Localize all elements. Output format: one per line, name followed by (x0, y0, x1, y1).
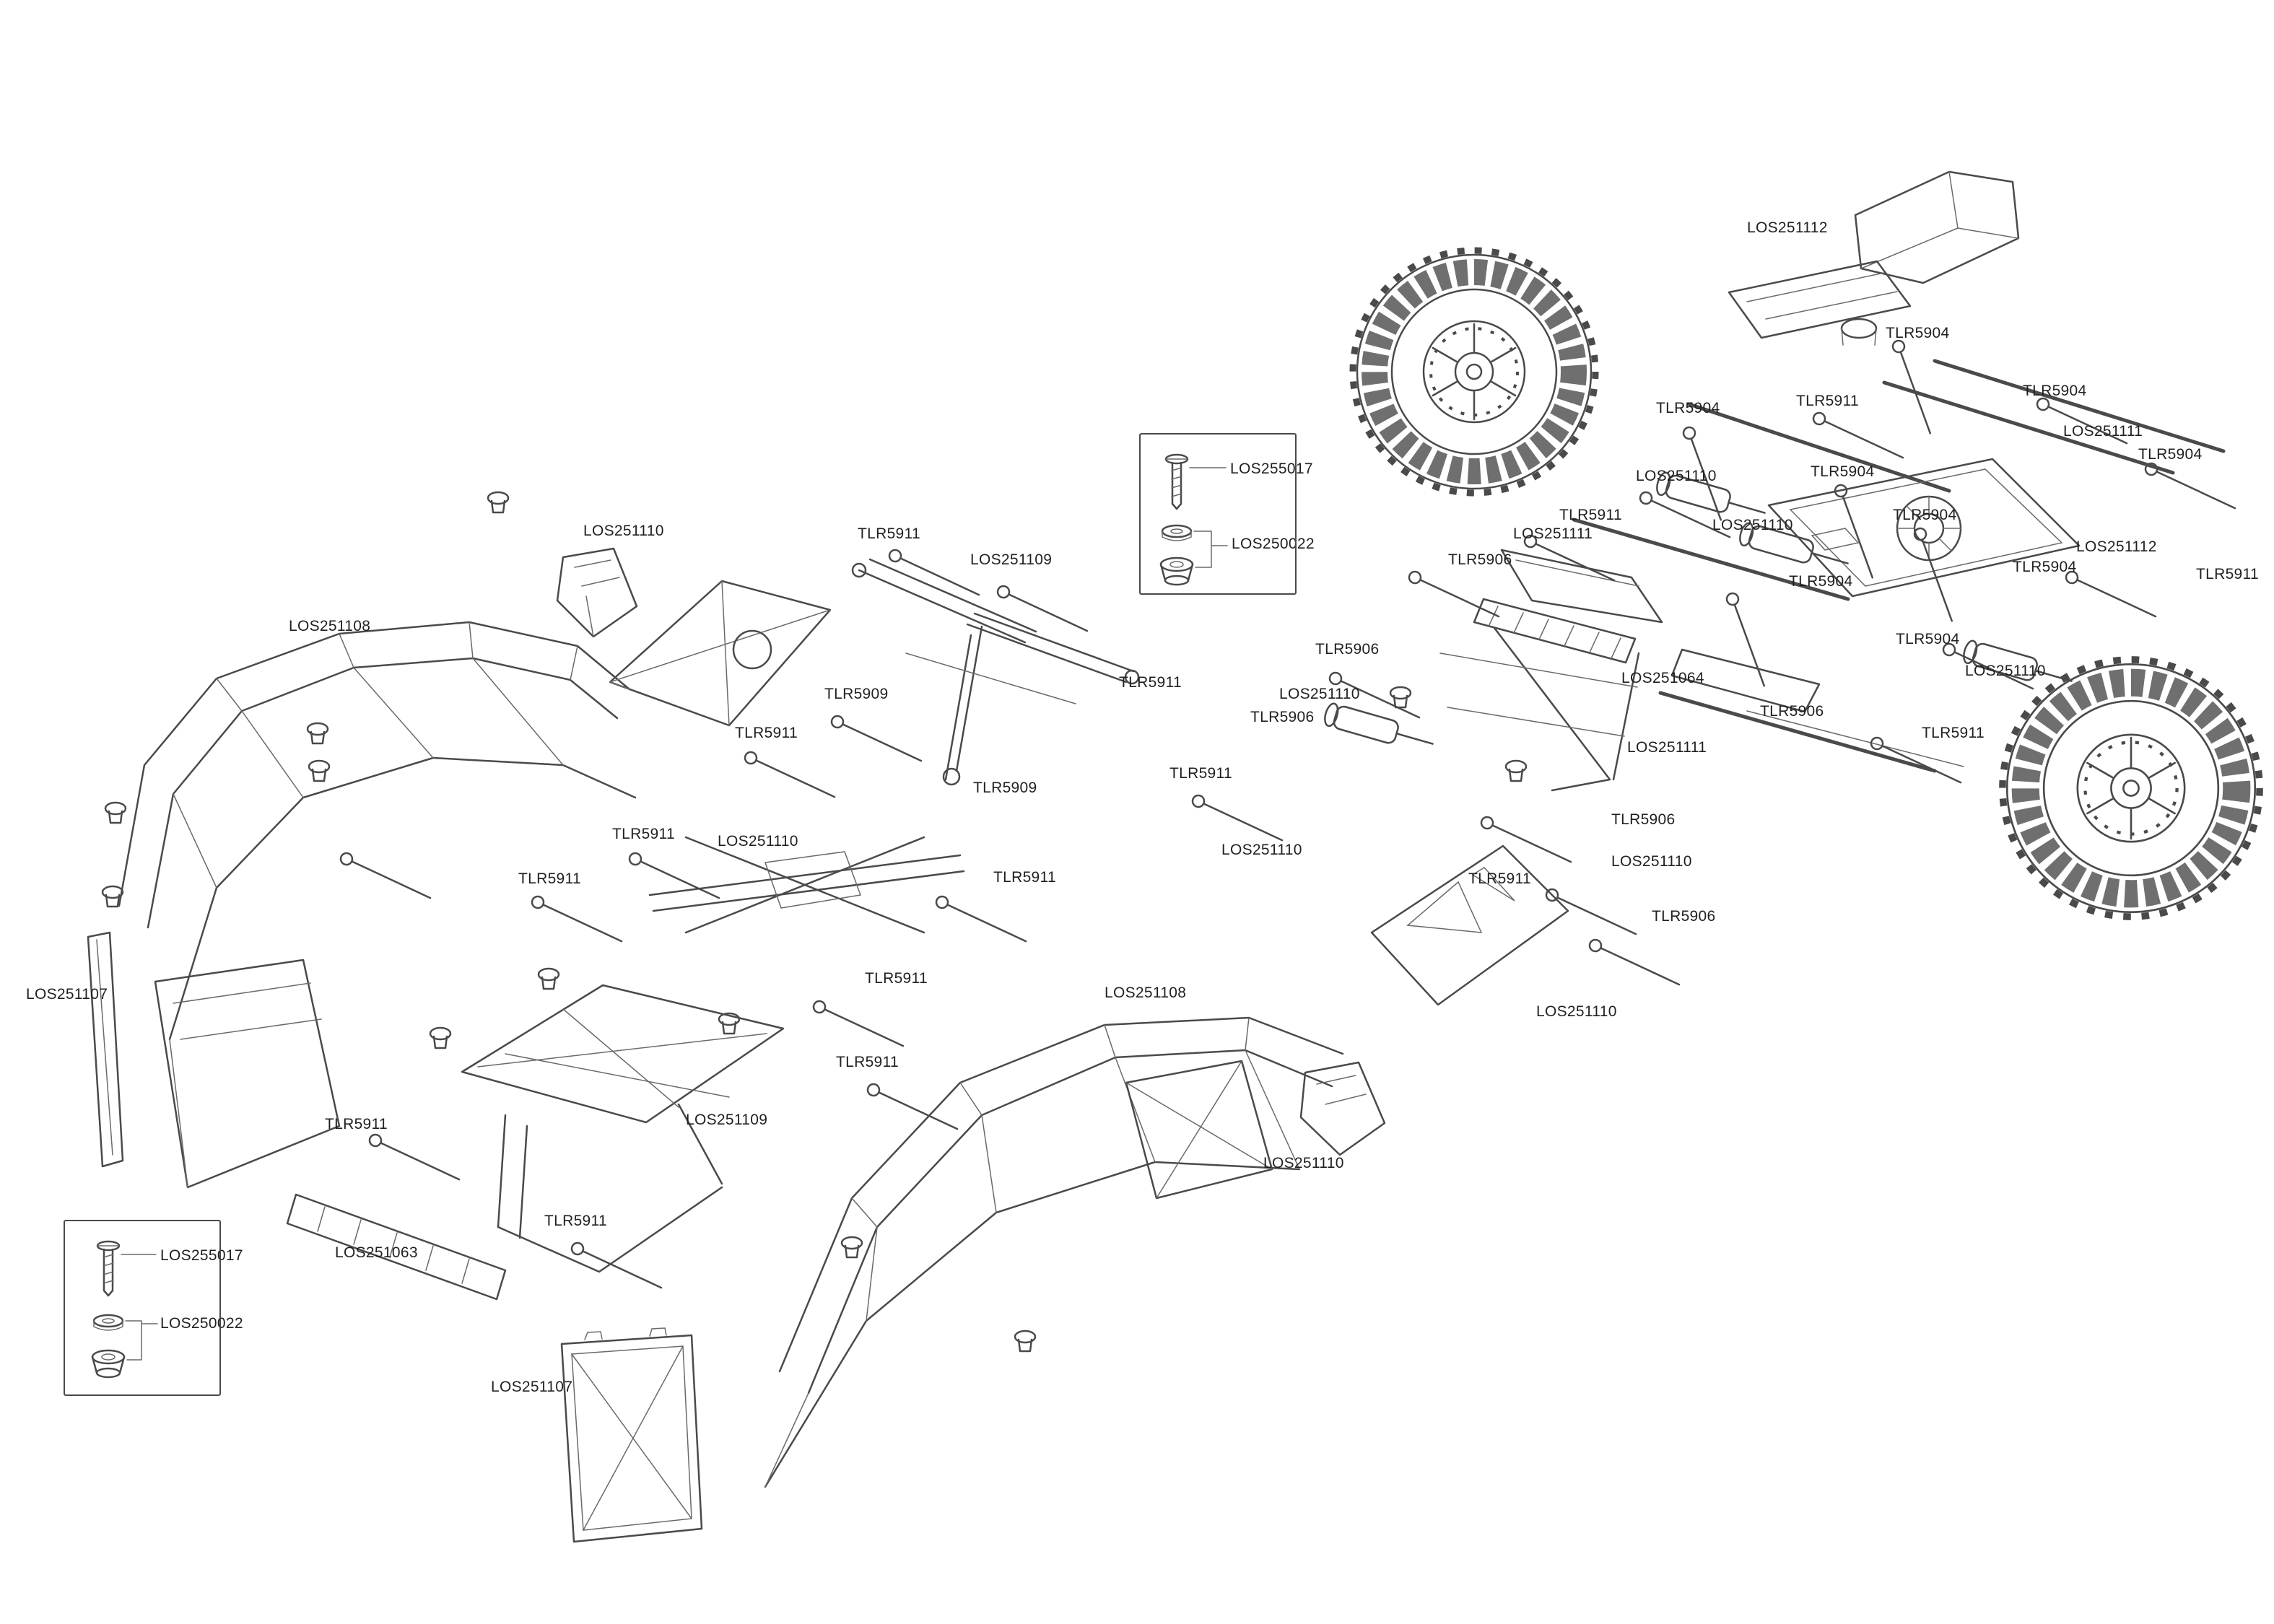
part-label: TLR5911 (836, 1054, 899, 1070)
part-label: TLR5911 (735, 725, 798, 741)
skid-plate-art (286, 1193, 507, 1301)
part-label: TLR5911 (2196, 566, 2259, 582)
part-label: TLR5904 (1893, 507, 1957, 523)
rear-bumper-art (1439, 598, 1640, 792)
part-label: LOS251110 (718, 833, 798, 850)
part-label: TLR5904 (2023, 383, 2087, 399)
part-label: TLR5911 (1119, 674, 1182, 691)
cup-washer-icon (1159, 556, 1194, 586)
part-label: LOS251107 (491, 1379, 573, 1395)
part-label: TLR5909 (973, 780, 1037, 796)
rear-cage-art (764, 1016, 1344, 1488)
part-label: TLR5904 (2013, 559, 2077, 575)
part-label: LOS251109 (970, 551, 1053, 568)
cup-washer-icon (91, 1349, 126, 1379)
side-strip-art (87, 931, 124, 1168)
part-label: TLR5906 (1315, 641, 1380, 658)
washer-icon (92, 1314, 124, 1331)
part-label: LOS251107 (26, 986, 108, 1003)
part-label: LOS251111 (1513, 525, 1593, 542)
front-left-cage-art (118, 621, 637, 1189)
part-label: TLR5911 (1468, 870, 1531, 887)
part-label: LOS251112 (2076, 538, 2157, 555)
part-label: LOS250022 (1232, 536, 1315, 552)
part-label: TLR5904 (1789, 573, 1853, 590)
part-label: TLR5906 (1448, 551, 1512, 568)
part-label: TLR5904 (1656, 400, 1720, 416)
part-label: TLR5906 (1652, 908, 1716, 925)
link-assembly-art (851, 558, 1140, 786)
part-label: LOS255017 (1230, 460, 1313, 477)
part-label: TLR5909 (824, 686, 889, 702)
part-label: TLR5904 (1811, 463, 1875, 480)
part-label: LOS250022 (160, 1315, 243, 1332)
part-label: LOS251110 (1965, 663, 2046, 679)
inset-detail-box (64, 1220, 221, 1396)
part-label: LOS251110 (1221, 842, 1302, 858)
suspension-arms-art (1500, 549, 1821, 713)
part-label: TLR5904 (2138, 446, 2203, 463)
part-label: LOS251110 (1536, 1003, 1617, 1020)
part-label: TLR5911 (1559, 507, 1622, 523)
rear-mount-bracket-art (1728, 260, 1912, 346)
part-label: LOS255017 (160, 1247, 243, 1264)
part-label: LOS251110 (583, 523, 664, 539)
part-label: LOS251063 (335, 1244, 418, 1261)
part-label: TLR5911 (858, 525, 920, 542)
part-label: TLR5911 (325, 1116, 388, 1132)
washer-icon (1161, 524, 1193, 541)
center-lower-cage-art (461, 984, 785, 1273)
part-label: LOS251111 (2063, 423, 2143, 440)
tire-front-art (1353, 250, 1595, 493)
part-label: TLR5911 (518, 870, 581, 887)
part-label: TLR5906 (1250, 709, 1315, 725)
part-label: LOS251109 (686, 1112, 768, 1128)
side-panel-art (560, 1327, 703, 1543)
part-label: LOS251111 (1627, 739, 1707, 756)
part-label: TLR5904 (1886, 325, 1950, 341)
center-x-brace-art (648, 836, 965, 934)
part-label: LOS251110 (1279, 686, 1360, 702)
rear-body-mount-tower-art (1299, 1061, 1386, 1156)
part-label: TLR5904 (1896, 631, 1960, 647)
part-label: LOS251110 (1611, 853, 1692, 870)
part-label: TLR5911 (1169, 765, 1232, 782)
part-label: TLR5911 (1796, 393, 1859, 409)
part-label: TLR5911 (993, 869, 1056, 886)
part-label: LOS251108 (289, 618, 371, 634)
triangle-brace-art (1370, 844, 1569, 1006)
part-label: TLR5906 (1611, 811, 1676, 828)
body-mount-tower-art (556, 547, 638, 638)
part-label: TLR5911 (612, 826, 675, 842)
part-label: LOS251110 (1263, 1155, 1344, 1171)
part-label: LOS251110 (1636, 468, 1717, 484)
part-label: TLR5906 (1760, 703, 1824, 720)
flathead-screw-icon (96, 1240, 157, 1297)
inset2-hardware-icons (91, 1240, 158, 1379)
part-label: LOS251108 (1105, 985, 1187, 1001)
part-label: LOS251110 (1712, 517, 1793, 533)
part-label: LOS251064 (1621, 670, 1704, 686)
mid-cage-art (609, 580, 832, 727)
part-label: TLR5911 (1922, 725, 1985, 741)
tire-rear-art (2003, 660, 2260, 917)
inset1-hardware-icons (1159, 453, 1228, 586)
inset-detail-box (1139, 433, 1297, 595)
flathead-screw-icon (1164, 453, 1227, 510)
shock-absorbers-art (1321, 470, 2076, 756)
part-label: TLR5911 (544, 1213, 607, 1229)
part-label: LOS251112 (1747, 219, 1828, 236)
part-label: TLR5911 (865, 970, 928, 987)
